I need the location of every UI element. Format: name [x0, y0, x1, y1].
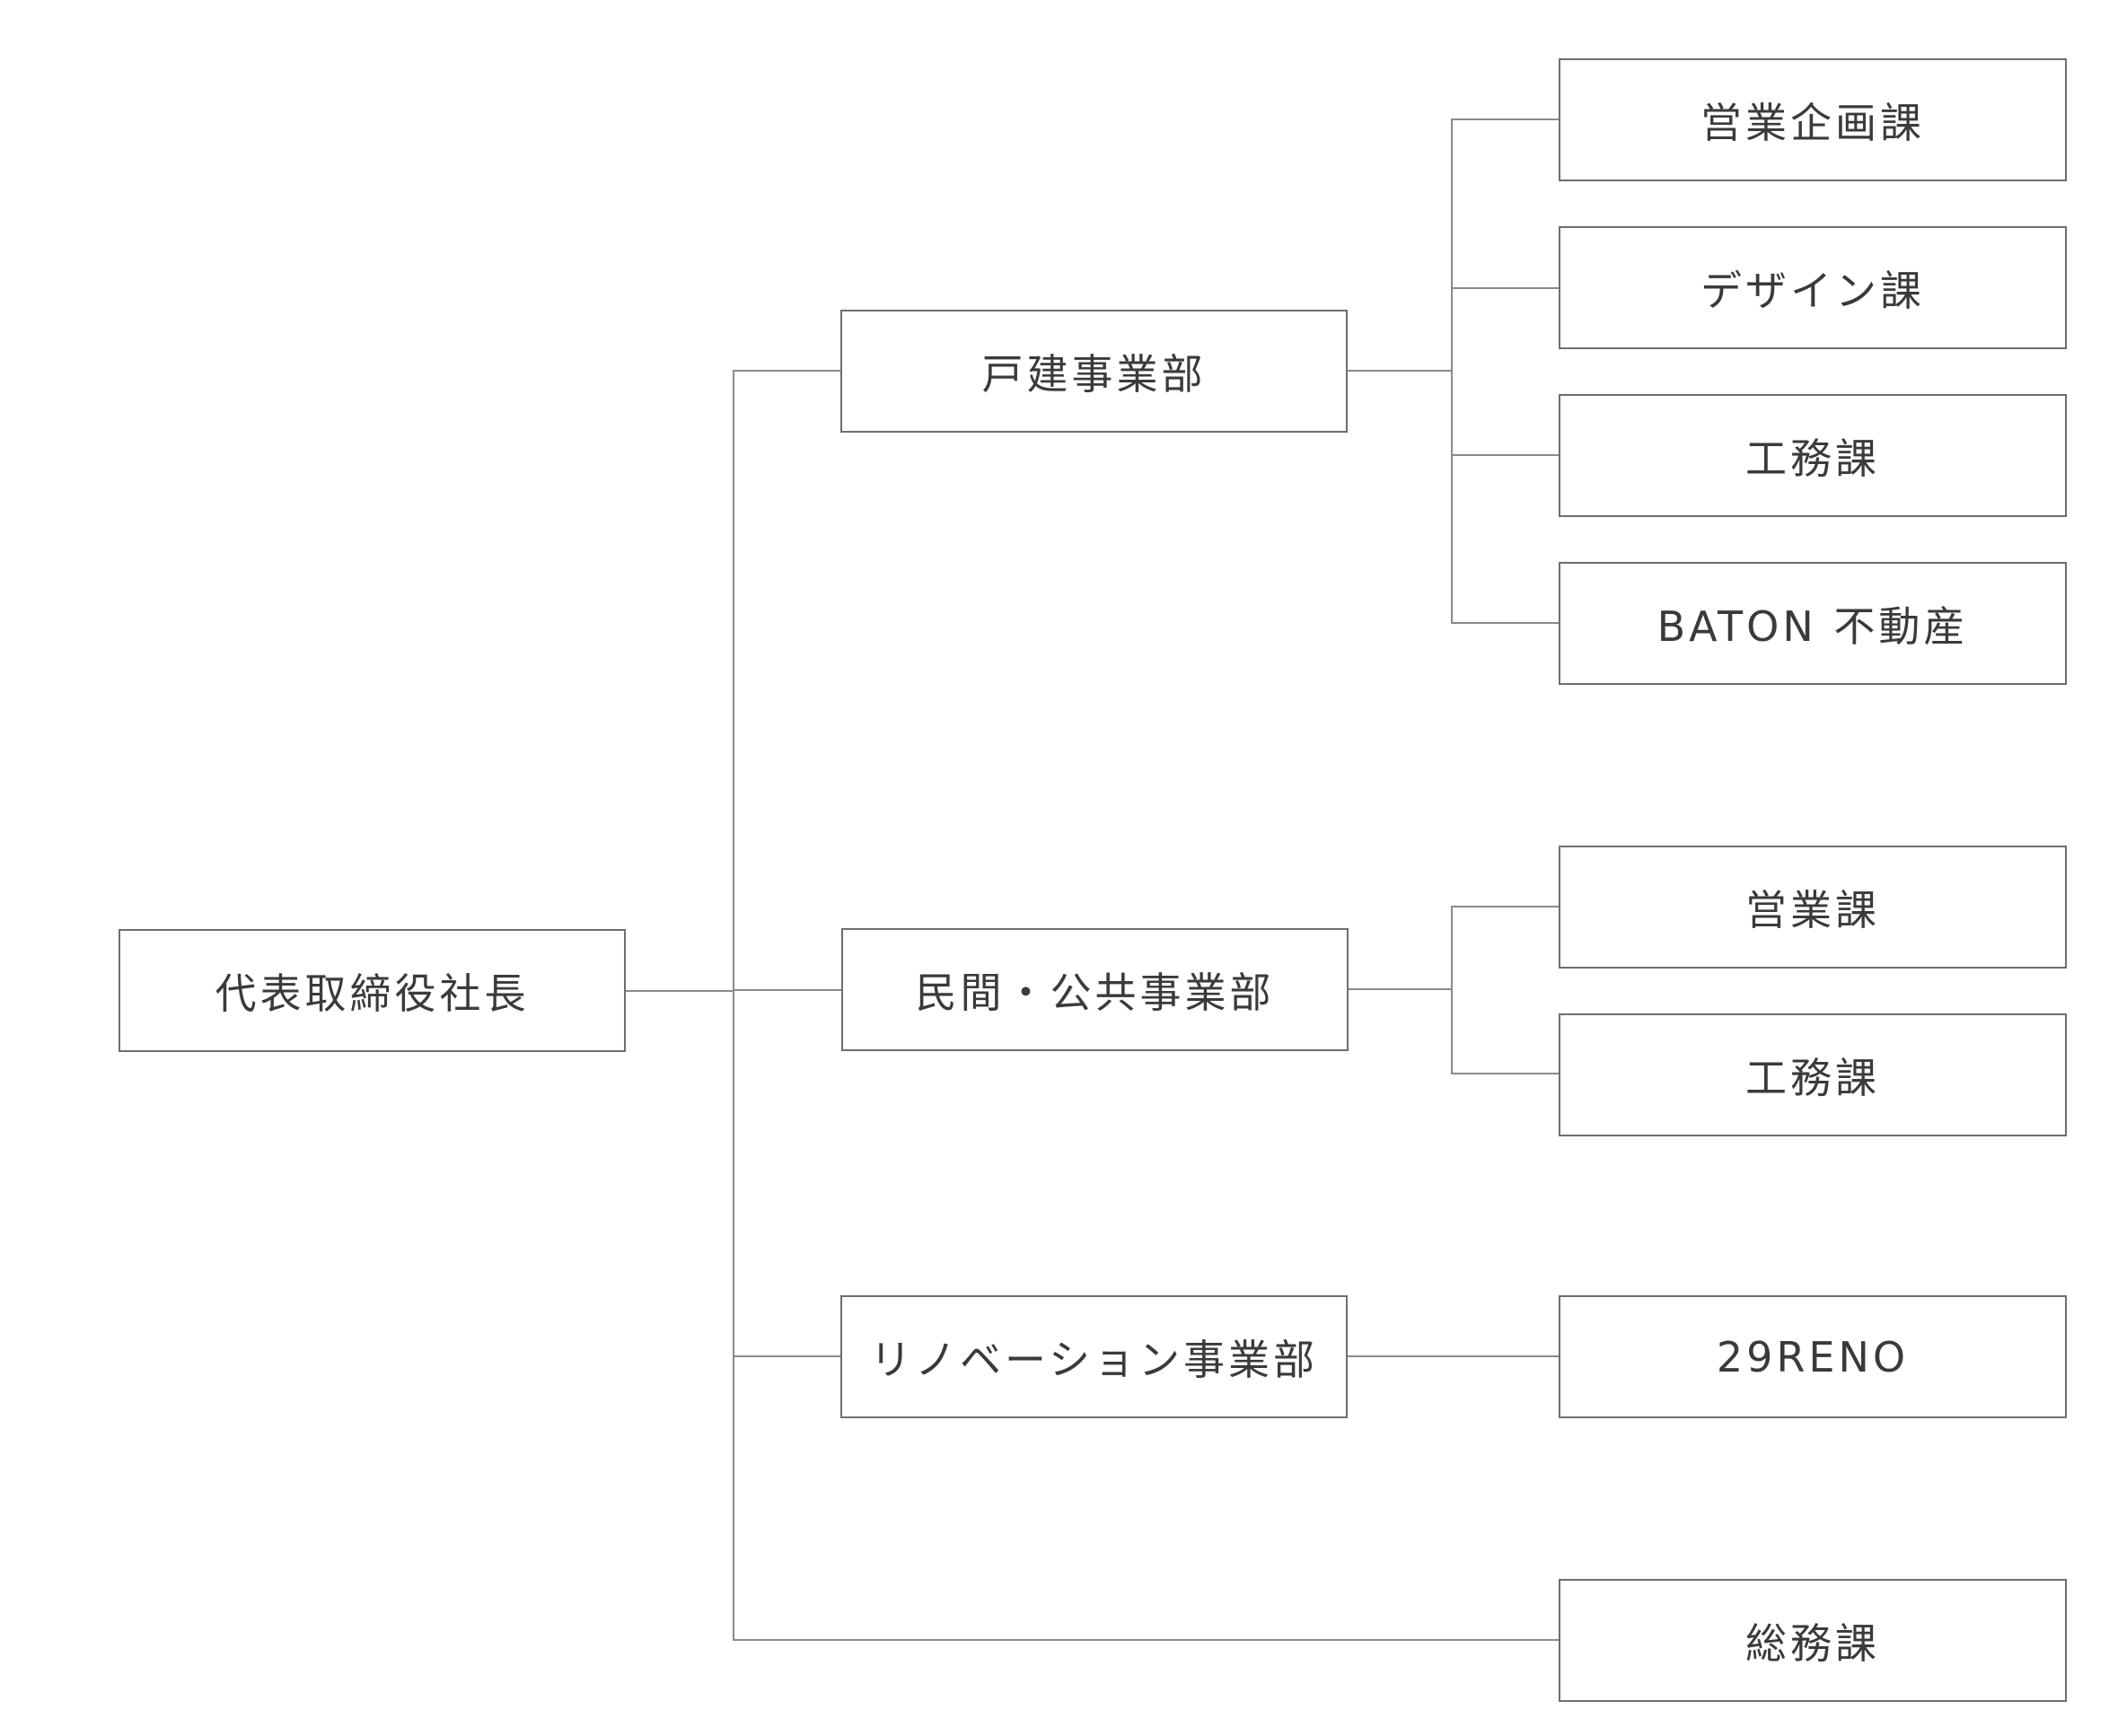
node-label: 総務課	[1745, 1618, 1880, 1668]
org-node-section-construction: 工務課	[1559, 394, 2067, 517]
org-node-department-private-public: 民間・公共事業部	[841, 928, 1349, 1051]
connector-trunk-to-dept-1	[733, 370, 840, 372]
org-node-section-29reno: 29RENO	[1559, 1295, 2067, 1418]
node-label: 民間・公共事業部	[915, 968, 1275, 1017]
node-label: BATON 不動産	[1656, 601, 1969, 651]
node-label: 戸建事業部	[981, 349, 1207, 399]
connector-trunk-to-general-affairs	[733, 1639, 1559, 1641]
org-node-section-construction: 工務課	[1559, 1013, 2067, 1136]
connector-trunk-to-dept-3	[733, 1355, 840, 1357]
node-label: リノベーション事業部	[869, 1335, 1319, 1384]
node-label: デザイン課	[1700, 266, 1925, 315]
org-node-president: 代表取締役社長	[119, 929, 626, 1052]
connector-dept-3-to-section-7	[1348, 1355, 1559, 1357]
connector-to-section-6	[1451, 1073, 1559, 1074]
connector-to-section-2	[1451, 287, 1559, 289]
node-label: 代表取締役社長	[215, 969, 530, 1018]
node-label: 営業企画課	[1700, 98, 1925, 147]
org-node-section-sales: 営業課	[1559, 846, 2067, 969]
node-label: 29RENO	[1716, 1332, 1910, 1381]
connector-main-trunk	[733, 370, 734, 1641]
org-node-department-detached-housing: 戸建事業部	[840, 310, 1348, 433]
org-node-department-renovation: リノベーション事業部	[840, 1295, 1348, 1418]
connector-dept-1-out	[1348, 370, 1453, 372]
connector-to-section-4	[1451, 622, 1559, 624]
org-node-section-design: デザイン課	[1559, 226, 2067, 349]
org-node-section-sales-planning: 営業企画課	[1559, 58, 2067, 181]
connector-dept-2-out	[1349, 988, 1453, 990]
node-label: 営業課	[1745, 885, 1880, 934]
node-label: 工務課	[1745, 1053, 1880, 1102]
connector-root-to-trunk	[626, 990, 734, 992]
connector-trunk-to-dept-2	[733, 989, 841, 991]
connector-dept-2-branch	[1451, 906, 1453, 1074]
org-node-section-baton-real-estate: BATON 不動産	[1559, 562, 2067, 685]
connector-to-section-3	[1451, 454, 1559, 456]
org-node-section-general-affairs: 総務課	[1559, 1579, 2067, 1702]
connector-to-section-5	[1451, 906, 1559, 907]
node-label: 工務課	[1745, 434, 1880, 483]
connector-dept-1-branch	[1451, 118, 1453, 624]
connector-to-section-1	[1451, 118, 1559, 120]
